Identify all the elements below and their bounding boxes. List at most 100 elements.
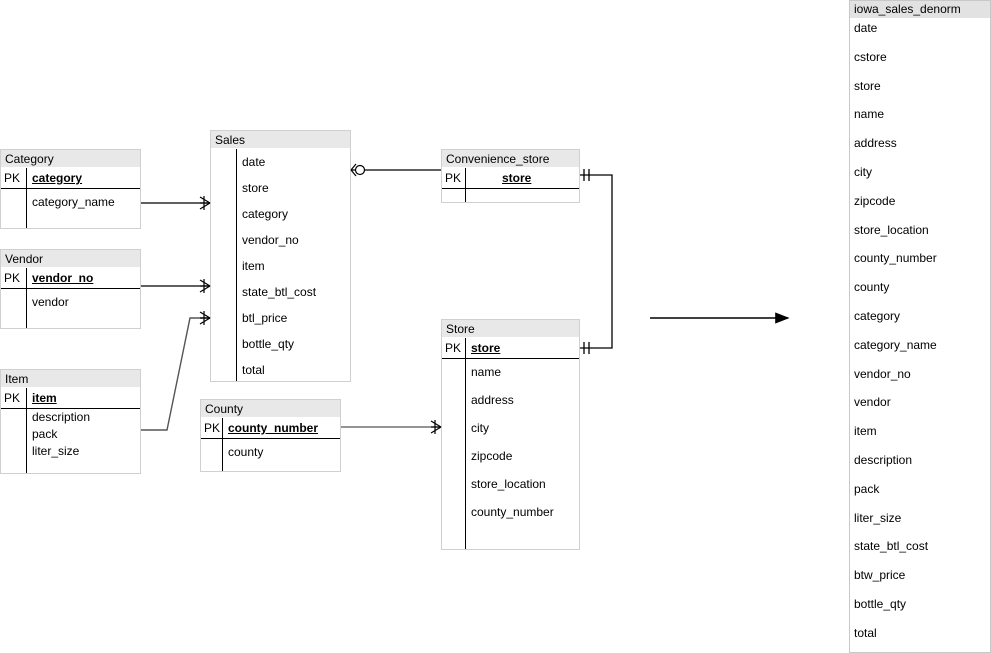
attribute-label: liter_size [32, 444, 80, 458]
attribute-label: county [228, 445, 264, 459]
entity-item-title: Item [1, 370, 140, 388]
entity-attribute-row: name [442, 359, 579, 387]
entity-sales-body: date store category vendor_no item state… [211, 149, 350, 381]
attribute-label: zipcode [471, 449, 513, 463]
denorm-column-row: liter_size [854, 510, 902, 525]
attribute-label: vendor [32, 295, 69, 309]
pk-field-name: item [32, 391, 57, 405]
denorm-column-row: description [854, 452, 913, 467]
attribute-label: store_location [471, 477, 546, 491]
entity-vendor[interactable]: Vendor PK vendor_no vendor [0, 249, 141, 329]
entity-convenience-store-body: PK store [442, 168, 579, 202]
entity-attribute-row: liter_size [1, 443, 140, 460]
pk-gutter-rule [26, 168, 27, 228]
relationship-category-sales [141, 196, 211, 210]
denorm-column-row: county_number [854, 251, 937, 266]
pk-field-name: category [32, 171, 83, 185]
entity-attribute-row: item [211, 253, 350, 279]
entity-category-body: PK category category_name [1, 168, 140, 228]
pk-label: PK [4, 391, 21, 405]
entity-attribute-row-empty [442, 527, 579, 549]
pk-label: PK [4, 271, 21, 285]
pk-gutter-rule [26, 268, 27, 328]
pk-gutter-rule [236, 149, 237, 381]
denorm-column-row: total [854, 625, 877, 640]
entity-vendor-pk-row: PK vendor_no [1, 268, 140, 289]
entity-category-pk-row: PK category [1, 168, 140, 189]
denorm-column-row: item [854, 424, 877, 439]
entity-county-title: County [201, 400, 340, 418]
denorm-column-row: cstore [854, 49, 887, 64]
attribute-label: total [242, 363, 265, 377]
entity-attribute-row-empty [1, 216, 140, 234]
denorm-column-row: btw_price [854, 568, 906, 583]
attribute-label: category [242, 207, 289, 221]
denorm-column-row: category [854, 308, 901, 323]
denorm-column-row: city [854, 164, 872, 179]
denorm-column-row: category_name [854, 337, 937, 352]
entity-category[interactable]: Category PK category category_name [0, 149, 141, 229]
denorm-table-panel[interactable]: iowa_sales_denorm date cstore store name… [849, 0, 991, 653]
entity-attribute-row: county_number [442, 499, 579, 527]
pk-gutter-rule [465, 168, 466, 202]
denorm-column-row: vendor [854, 395, 891, 410]
denorm-column-row: store [854, 78, 881, 93]
pk-gutter-rule [222, 418, 223, 471]
pk-field-name: store [471, 341, 501, 355]
denorm-column-row: address [854, 136, 897, 151]
entity-attribute-row: vendor [1, 289, 140, 316]
entity-attribute-row: bottle_qty [211, 331, 350, 357]
relationship-vendor-sales [141, 279, 211, 293]
entity-county[interactable]: County PK county_number county [200, 399, 341, 472]
denorm-column-row: zipcode [854, 193, 896, 208]
entity-attribute-row-empty [442, 189, 579, 203]
entity-attribute-row-empty [1, 316, 140, 334]
attribute-label: bottle_qty [242, 337, 295, 351]
entity-attribute-row: city [442, 415, 579, 443]
pk-field-name: vendor_no [32, 271, 94, 285]
entity-sales[interactable]: Sales date store category vendor_no item… [210, 130, 351, 382]
pk-field-name: store [502, 171, 532, 185]
entity-sales-title: Sales [211, 131, 350, 149]
relationship-county-store [341, 420, 442, 434]
entity-item-pk-row: PK item [1, 388, 140, 409]
pk-label: PK [204, 421, 221, 435]
attribute-label: county_number [471, 505, 554, 519]
entity-county-body: PK county_number county [201, 418, 340, 471]
attribute-label: store [242, 181, 269, 195]
entity-item[interactable]: Item PK item description pack liter_size [0, 369, 141, 474]
attribute-label: pack [32, 427, 58, 441]
entity-attribute-row: category [211, 201, 350, 227]
attribute-label: category_name [32, 195, 115, 209]
entity-convenience-store-title: Convenience_store [442, 150, 579, 168]
entity-attribute-row: vendor_no [211, 227, 350, 253]
entity-store-title: Store [442, 320, 579, 338]
pk-label: PK [445, 341, 462, 355]
entity-attribute-row: total [211, 357, 350, 383]
attribute-label: date [242, 155, 266, 169]
entity-store-body: PK store name address city zipcode store… [442, 338, 579, 549]
entity-attribute-row: county [201, 439, 340, 461]
pk-gutter-rule [26, 388, 27, 473]
entity-attribute-row: pack [1, 426, 140, 443]
entity-attribute-row: store_location [442, 471, 579, 499]
entity-store[interactable]: Store PK store name address city zipcode… [441, 319, 580, 550]
entity-vendor-body: PK vendor_no vendor [1, 268, 140, 328]
entity-attribute-row: state_btl_cost [211, 279, 350, 305]
entity-attribute-row: btl_price [211, 305, 350, 331]
denorm-table-title: iowa_sales_denorm [850, 1, 990, 18]
pk-label: PK [445, 171, 462, 185]
pk-field-name: county_number [228, 421, 319, 435]
attribute-label: vendor_no [242, 233, 299, 247]
attribute-label: item [242, 259, 265, 273]
entity-attribute-row-empty [201, 461, 340, 472]
entity-attribute-row: store [211, 175, 350, 201]
denorm-column-row: name [854, 107, 885, 122]
entity-vendor-title: Vendor [1, 250, 140, 268]
attribute-label: address [471, 393, 514, 407]
denorm-column-row: vendor_no [854, 366, 911, 381]
entity-convenience-store[interactable]: Convenience_store PK store [441, 149, 580, 203]
denorm-column-row: county [854, 280, 890, 295]
entity-item-body: PK item description pack liter_size [1, 388, 140, 473]
